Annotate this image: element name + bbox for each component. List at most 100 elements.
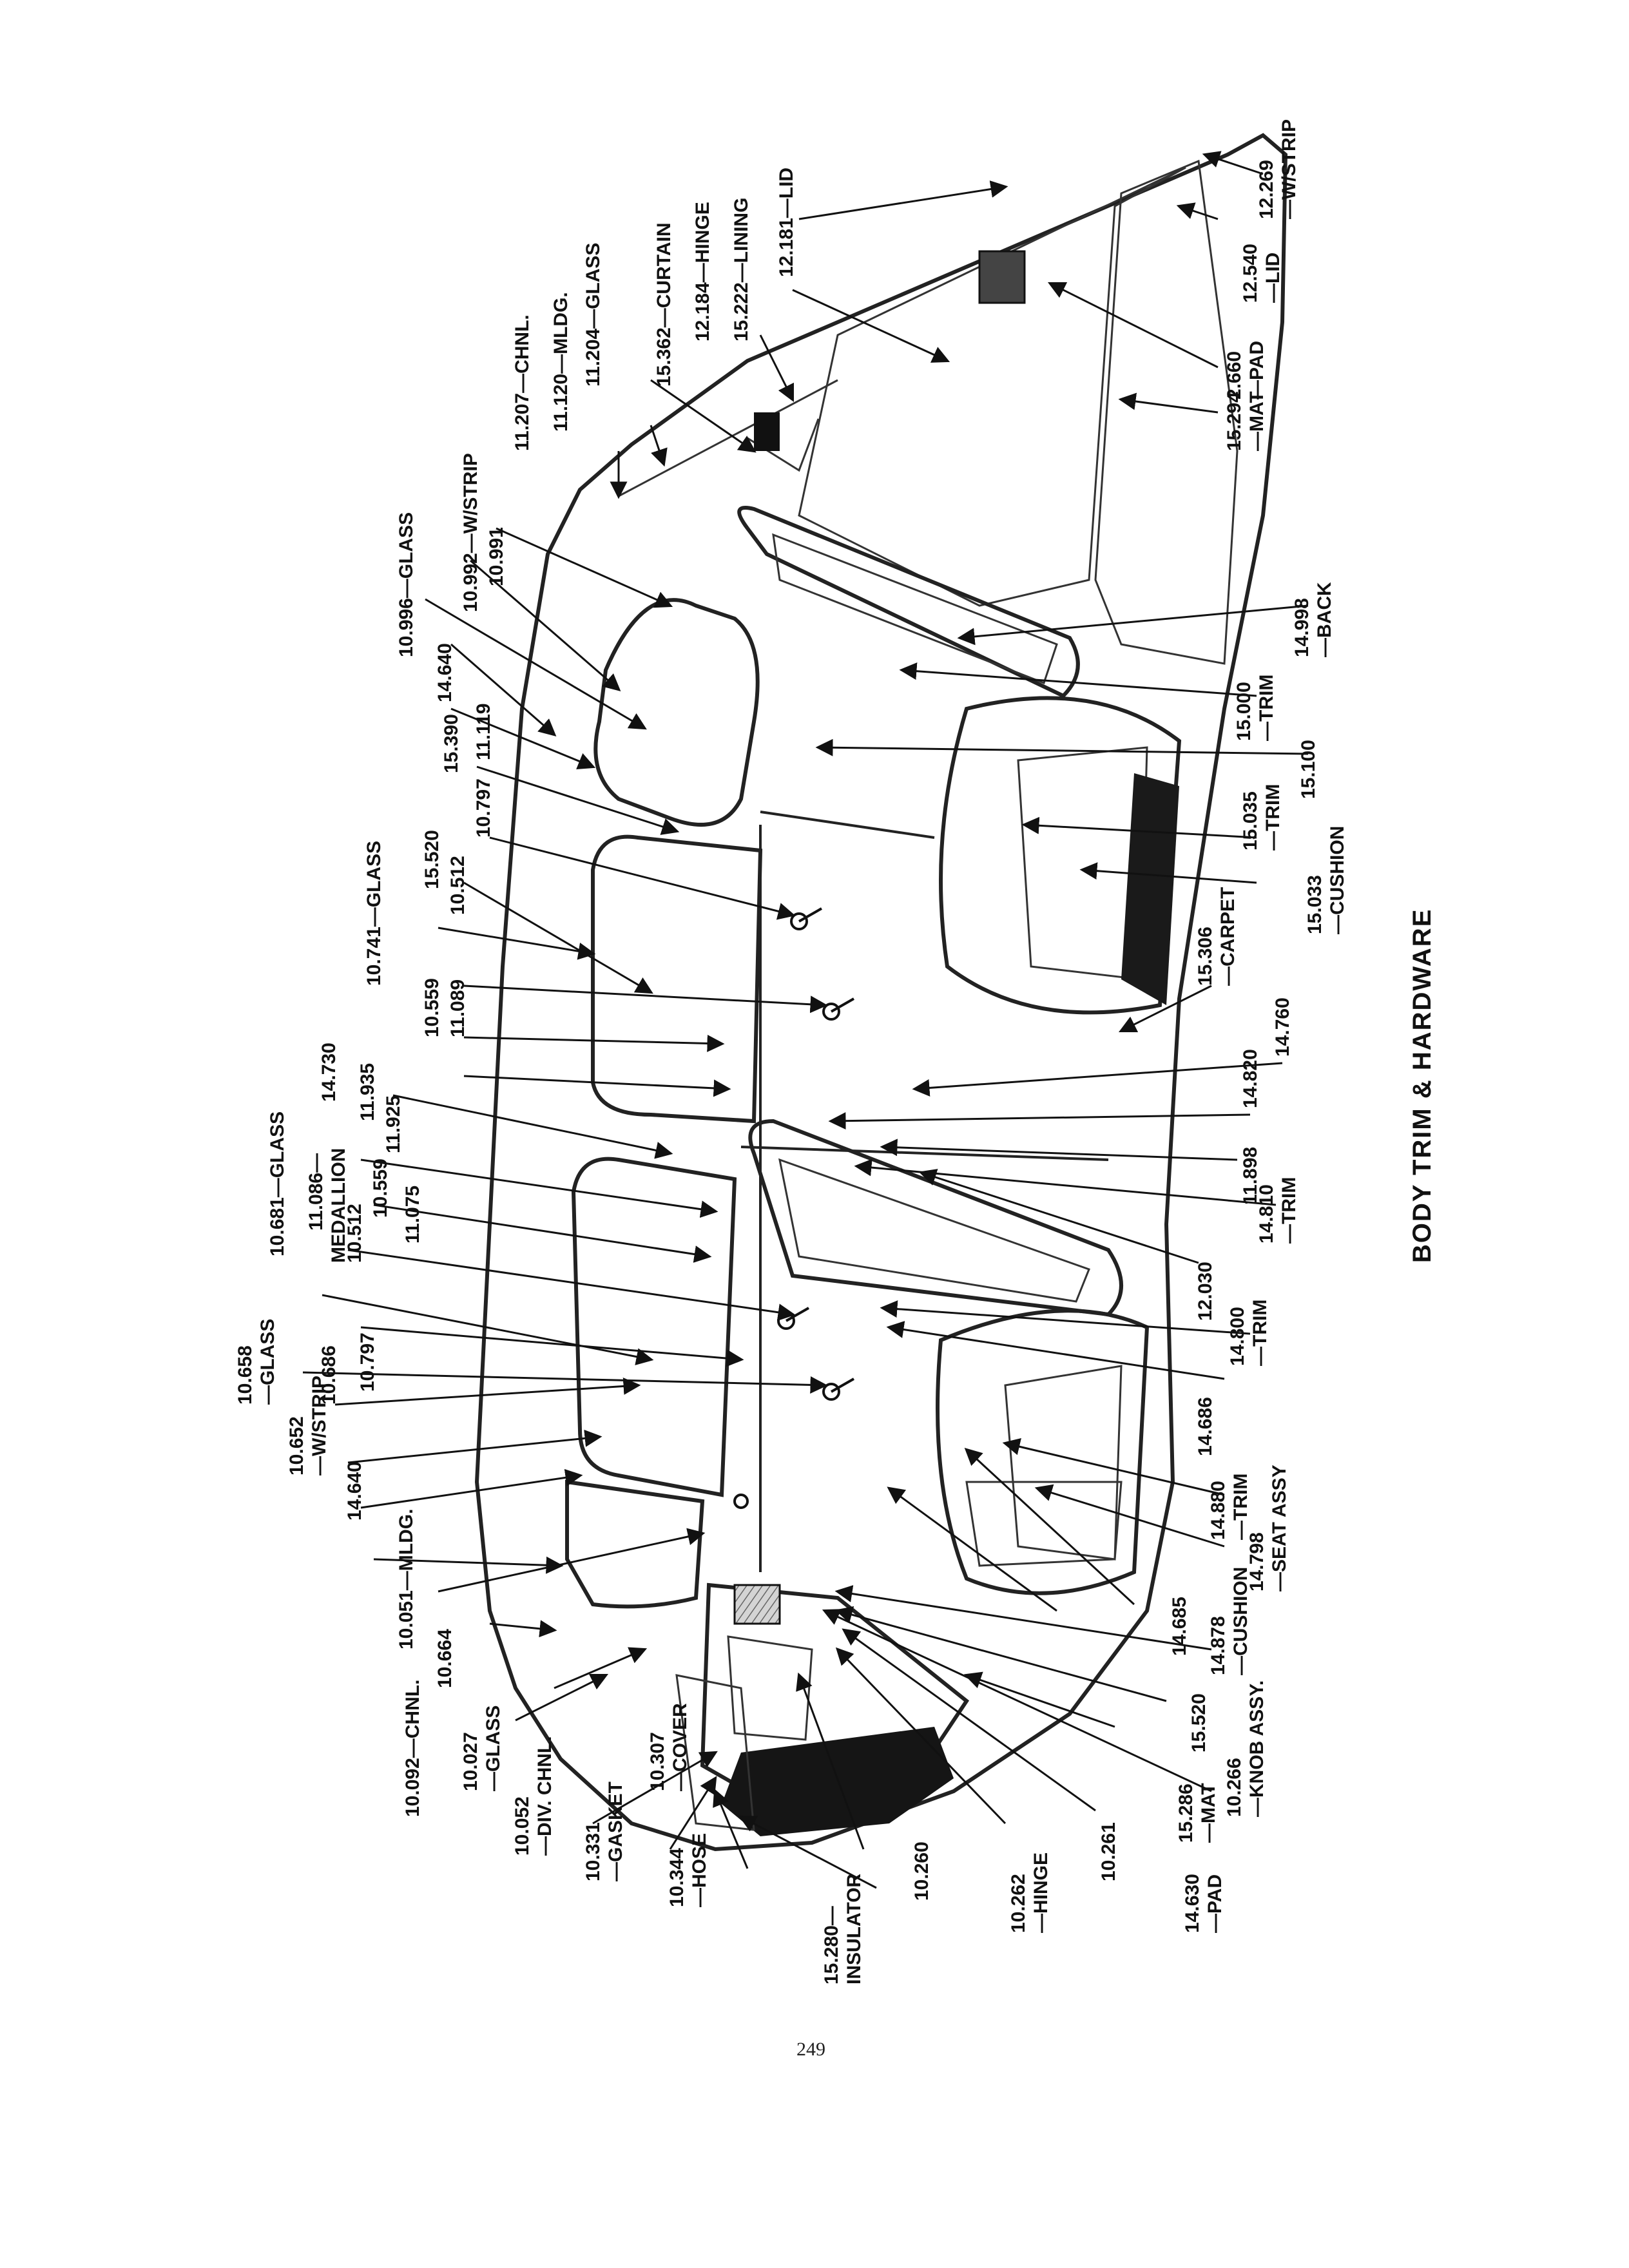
callout-labels: 12.269 —W/STRIP 12.540 —LID 12.181—LID 1… [235, 119, 1348, 1984]
callout: 14.730 [318, 1043, 340, 1102]
callout: 10.512 [344, 1204, 365, 1263]
callout: 15.294 [1224, 392, 1245, 451]
callout: —CUSHION [1230, 1567, 1251, 1675]
callout: 10.996—GLASS [396, 512, 417, 657]
callout: 11.086— [305, 1153, 327, 1231]
callout: 10.051—MLDG. [396, 1509, 417, 1649]
callout: —BACK [1314, 582, 1335, 657]
callout: —TRIM [1278, 1177, 1300, 1244]
callout: —W/STRIP [309, 1376, 330, 1475]
callout: 14.798 [1246, 1532, 1268, 1591]
callout: —PAD [1204, 1874, 1226, 1933]
callout: —CARPET [1217, 887, 1239, 986]
callout: 15.033 [1304, 875, 1325, 934]
callout: 14.686 [1195, 1397, 1216, 1456]
callout: 14.998 [1291, 598, 1313, 657]
callout: 10.052 [512, 1796, 533, 1856]
callout: 10.092—CHNL. [402, 1680, 423, 1817]
callout: 10.266 [1224, 1758, 1245, 1817]
callout: —DIV. CHNL. [534, 1736, 555, 1856]
callout: 10.652 [286, 1416, 307, 1475]
callout: 12.269 [1256, 160, 1277, 219]
callout: —TRIM [1230, 1474, 1251, 1540]
callout: 15.520 [421, 830, 443, 889]
callout: —TRIM [1249, 1300, 1271, 1366]
callout: —GASKET [605, 1782, 626, 1881]
callout: 10.260 [911, 1841, 932, 1901]
callout: 15.390 [441, 714, 462, 773]
callout: —GLASS [483, 1706, 504, 1791]
callout: 15.520 [1188, 1693, 1210, 1753]
callout: 14.880 [1208, 1481, 1229, 1540]
callout: 15.000 [1233, 682, 1255, 741]
callout: 14.760 [1272, 997, 1293, 1057]
callout: 15.100 [1298, 740, 1319, 799]
callout: 10.559 [421, 978, 443, 1037]
callout: 15.362—CURTAIN [653, 222, 675, 387]
callout: 15.280— [821, 1906, 842, 1984]
callout: 10.664 [434, 1629, 456, 1688]
callout: 15.222—LINING [731, 198, 752, 341]
callout: 15.306 [1195, 927, 1216, 986]
callout: 11.089 [447, 979, 468, 1037]
callout: —MAT [1198, 1783, 1219, 1843]
callout: 11.119 [473, 704, 494, 760]
callout: —PAD [1246, 341, 1268, 399]
leader-arrows [302, 151, 1309, 1889]
callout: 10.681—GLASS [267, 1111, 288, 1256]
callout: 15.035 [1240, 791, 1261, 850]
callout: MEDALLION [328, 1148, 349, 1263]
callout: 15.286 [1175, 1783, 1197, 1843]
callout: —HINGE [1030, 1852, 1052, 1933]
callout: 10.261 [1098, 1822, 1119, 1881]
callout: 11.207—CHNL. [512, 314, 533, 451]
callout: 10.992—W/STRIP [460, 453, 481, 612]
callout: —KNOB ASSY. [1246, 1680, 1268, 1817]
callout: 10.797 [357, 1332, 378, 1392]
callout: 11.075 [402, 1186, 423, 1244]
callout: 10.741—GLASS [363, 841, 385, 986]
callout: 10.027 [460, 1732, 481, 1791]
callout: 10.797 [473, 778, 494, 838]
callout: —CUSHION [1327, 826, 1348, 934]
callout: 10.307 [647, 1732, 668, 1791]
callout: 14.685 [1169, 1597, 1190, 1656]
callout: 12.181—LID [776, 168, 797, 277]
callout: 14.800 [1227, 1307, 1248, 1366]
callout: —GLASS [257, 1319, 278, 1405]
callout: 12.030 [1195, 1262, 1216, 1321]
callout: 11.204—GLASS [583, 243, 604, 387]
callout: —HOSE [689, 1833, 710, 1907]
callout: —W/STRIP [1278, 119, 1300, 219]
callout: —TRIM [1256, 675, 1277, 741]
callout: 10.262 [1008, 1874, 1029, 1933]
callout: 11.935 [357, 1063, 378, 1121]
callout: 10.512 [447, 856, 468, 915]
page-title: BODY TRIM & HARDWARE [1408, 908, 1436, 1263]
callout: —LID [1262, 253, 1284, 303]
callout: 10.991 [486, 527, 507, 586]
callout: 14.640 [434, 643, 456, 702]
callout: 14.640 [344, 1461, 365, 1521]
callout: 10.559 [370, 1158, 391, 1218]
callout: —COVER [670, 1703, 691, 1791]
callout: 11.120—MLDG. [550, 292, 572, 432]
callout: 14.820 [1240, 1049, 1261, 1108]
callout: 12.184—HINGE [692, 202, 713, 341]
callout: 11.925 [383, 1095, 404, 1153]
callout: —MAT [1246, 391, 1268, 451]
callout: —SEAT ASSY [1269, 1465, 1290, 1591]
callout: 2.660 [1224, 351, 1245, 399]
page-number: 249 [796, 2039, 825, 2060]
callout: 14.630 [1182, 1874, 1203, 1933]
callout: 10.331 [583, 1822, 604, 1881]
callout: 14.878 [1208, 1616, 1229, 1675]
callout: 14.810 [1256, 1184, 1277, 1244]
callout: 10.344 [666, 1848, 688, 1907]
callout: 10.686 [318, 1345, 340, 1405]
callout: 11.898 [1240, 1147, 1261, 1205]
callout: INSULATOR [843, 1873, 865, 1984]
callout: 12.540 [1240, 244, 1261, 303]
